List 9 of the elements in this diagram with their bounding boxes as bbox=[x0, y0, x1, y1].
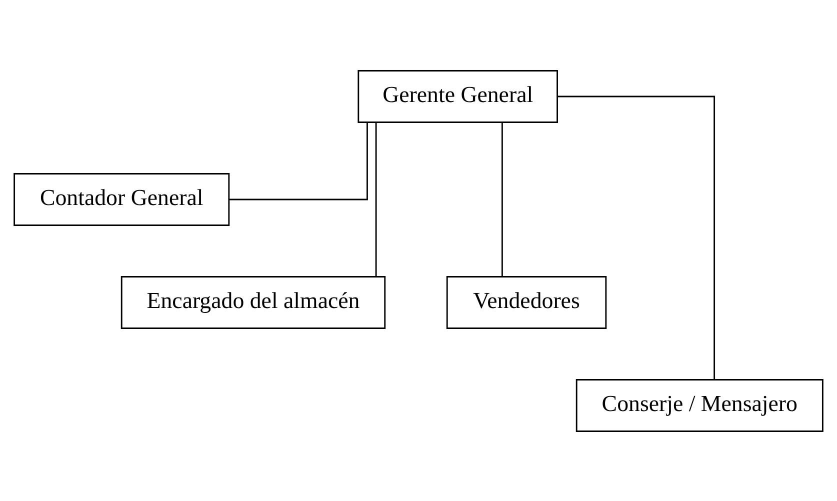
connector bbox=[375, 122, 377, 276]
node-box: Contador General bbox=[14, 172, 230, 226]
connector bbox=[501, 122, 503, 276]
connector bbox=[557, 95, 716, 380]
connector bbox=[229, 122, 368, 200]
node-box: Encargado del almacén bbox=[120, 276, 386, 328]
node-box: Conserje / Mensajero bbox=[576, 378, 824, 432]
node-box: Gerente General bbox=[358, 70, 558, 122]
node-box: Vendedores bbox=[446, 276, 607, 328]
